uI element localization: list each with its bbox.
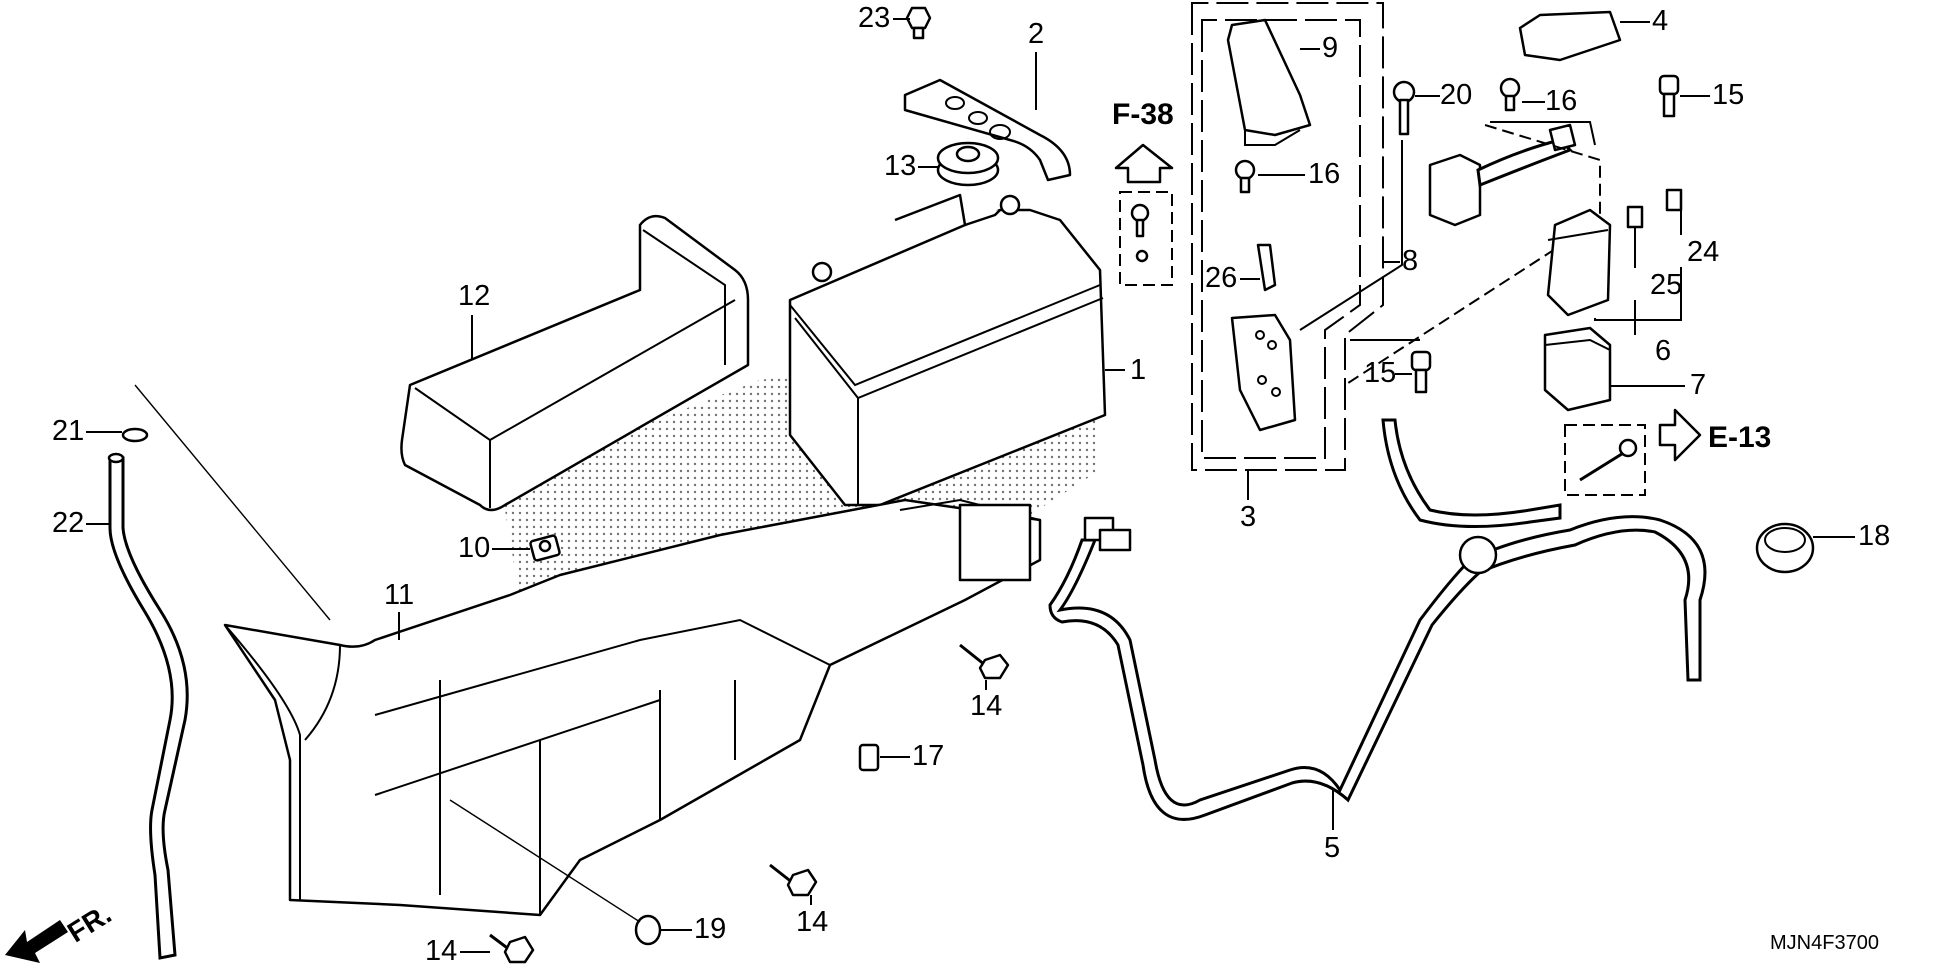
callout-23: 23 bbox=[858, 2, 891, 34]
battery-holder-band bbox=[903, 78, 1072, 182]
mini-fuse-25 bbox=[1626, 205, 1644, 229]
callout-22: 22 bbox=[52, 507, 85, 539]
callout-20: 20 bbox=[1440, 79, 1473, 111]
callout-17: 17 bbox=[912, 740, 945, 772]
callout-2: 2 bbox=[1028, 18, 1045, 50]
screw-16-right bbox=[1499, 77, 1521, 112]
callout-15-lower: 15 bbox=[1364, 357, 1397, 389]
e13-detail-box bbox=[1564, 424, 1646, 496]
front-direction-arrow-icon bbox=[5, 920, 68, 963]
screw-16-left bbox=[1234, 159, 1256, 194]
callout-6: 6 bbox=[1655, 335, 1672, 367]
terminal-cover bbox=[1518, 10, 1622, 62]
callout-14-c: 14 bbox=[425, 935, 458, 967]
callout-5: 5 bbox=[1324, 832, 1341, 864]
callout-16-right: 16 bbox=[1545, 85, 1578, 117]
hose-clip bbox=[121, 427, 149, 443]
callout-15-top: 15 bbox=[1712, 79, 1745, 111]
fuse-box-cover bbox=[1226, 18, 1312, 146]
e13-arrow-icon bbox=[1658, 408, 1702, 462]
reference-f38[interactable]: F-38 bbox=[1112, 98, 1174, 131]
wire-harness bbox=[1048, 418, 1707, 821]
callout-16-left: 16 bbox=[1308, 158, 1341, 190]
f38-arrow-icon bbox=[1114, 143, 1174, 184]
bolt-20 bbox=[1392, 80, 1416, 136]
callout-12: 12 bbox=[458, 280, 491, 312]
callout-26: 26 bbox=[1205, 262, 1238, 294]
clip-nut-17 bbox=[858, 743, 880, 772]
fuse-box-frame bbox=[1191, 2, 1384, 500]
fuse-block bbox=[1230, 243, 1297, 432]
diagram-code: MJN4F3700 bbox=[1770, 932, 1879, 954]
battery-cover-pad bbox=[400, 214, 750, 512]
band-clamp bbox=[1755, 522, 1815, 574]
callout-13: 13 bbox=[884, 150, 917, 182]
bolt-23 bbox=[905, 6, 932, 40]
dashed-outline bbox=[1344, 124, 1601, 386]
callout-1: 1 bbox=[1130, 354, 1147, 386]
callout-25: 25 bbox=[1650, 269, 1683, 301]
leader-line bbox=[134, 384, 331, 621]
clip-nut-10 bbox=[529, 534, 561, 562]
battery-box bbox=[223, 498, 1042, 917]
flange-bolt-14-b bbox=[769, 863, 818, 897]
callout-18: 18 bbox=[1858, 520, 1891, 552]
leader-line bbox=[1594, 210, 1682, 335]
callout-10: 10 bbox=[458, 532, 491, 564]
callout-3: 3 bbox=[1240, 501, 1257, 533]
relay-cover bbox=[1543, 326, 1612, 412]
callout-24: 24 bbox=[1687, 236, 1720, 268]
leader-line bbox=[449, 799, 641, 923]
battery bbox=[788, 193, 1107, 507]
callout-leaders bbox=[86, 18, 1855, 953]
reference-e13[interactable]: E-13 bbox=[1708, 421, 1772, 454]
starter-relay bbox=[1546, 208, 1612, 317]
callout-4: 4 bbox=[1652, 5, 1669, 37]
callout-7: 7 bbox=[1690, 369, 1707, 401]
screw-15-lower bbox=[1410, 350, 1432, 394]
callout-14-b: 14 bbox=[796, 906, 829, 938]
callout-8: 8 bbox=[1402, 245, 1419, 277]
callout-9: 9 bbox=[1322, 32, 1339, 64]
mini-fuse-24 bbox=[1665, 188, 1683, 212]
breather-tube bbox=[107, 452, 189, 960]
collar-nut-19 bbox=[634, 914, 662, 946]
callout-14-a: 14 bbox=[970, 690, 1003, 722]
callout-19: 19 bbox=[694, 913, 727, 945]
callout-11: 11 bbox=[384, 579, 415, 611]
leader-line bbox=[1299, 121, 1596, 341]
starter-cable bbox=[1428, 123, 1577, 227]
rubber-cushion bbox=[936, 141, 1000, 187]
flange-bolt-14-a bbox=[959, 643, 1010, 680]
callout-21: 21 bbox=[52, 415, 85, 447]
flange-bolt-14-c bbox=[489, 933, 535, 964]
screw-15-top bbox=[1658, 74, 1680, 118]
dashed-detail-box bbox=[1119, 191, 1173, 286]
